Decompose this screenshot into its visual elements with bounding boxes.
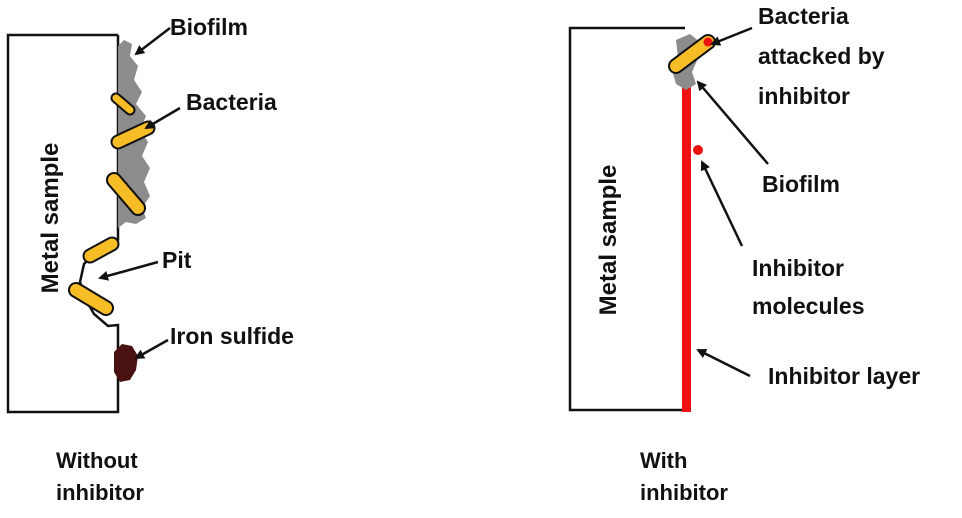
right-inhibitor-molecules-label-2: molecules — [752, 293, 865, 319]
left-iron-sulfide — [114, 344, 138, 382]
right-inhibitor-on-bacterium — [703, 37, 713, 47]
right-bacteria-attacked-label-3: inhibitor — [758, 83, 850, 109]
left-bacterium-1-fill — [112, 94, 134, 114]
right-inhibitor-layer-arrow — [696, 348, 751, 378]
right-inhibitor-molecules-label-1: Inhibitor — [752, 255, 844, 281]
left-biofilm-label: Biofilm — [170, 14, 248, 40]
left-bacterium-pit-2-fill — [70, 284, 112, 314]
left-bacterium-3-fill — [108, 174, 144, 214]
left-bacterium-2-fill — [112, 122, 154, 148]
right-bacteria-arrow — [710, 26, 753, 46]
right-metal-sample-label: Metal sample — [595, 165, 622, 316]
right-biofilm-label: Biofilm — [762, 171, 840, 197]
right-panel: Metal sample Bacteria attacked by inhibi… — [568, 3, 920, 505]
right-bacteria-attacked-label-2: attacked by — [758, 43, 885, 69]
left-biofilm-arrow — [134, 27, 171, 56]
left-pit-label: Pit — [162, 247, 192, 273]
right-inhibitor-layer — [682, 86, 691, 412]
right-inhibitor-molecules-arrow — [700, 160, 744, 247]
right-biofilm-arrow — [696, 80, 769, 165]
left-bacteria-arrow — [144, 106, 181, 130]
right-bacteria-attacked-label-1: Bacteria — [758, 3, 849, 29]
left-pit-arrow — [98, 260, 159, 281]
right-caption-line-1: With — [640, 448, 687, 473]
left-caption-line-1: Without — [56, 448, 138, 473]
right-caption-line-2: inhibitor — [640, 480, 728, 505]
left-iron-sulfide-label: Iron sulfide — [170, 323, 294, 349]
left-iron-sulfide-arrow — [134, 338, 169, 360]
left-caption-line-2: inhibitor — [56, 480, 144, 505]
right-bacterium-fill — [670, 36, 714, 72]
right-inhibitor-layer-label: Inhibitor layer — [768, 363, 920, 389]
left-panel: Metal sample Biofilm Bacteria Pit Iron s… — [6, 14, 294, 505]
left-bacterium-pit-1-fill — [84, 238, 118, 262]
left-metal-sample-label: Metal sample — [37, 143, 64, 294]
left-bacteria-label: Bacteria — [186, 89, 277, 115]
right-inhibitor-molecule — [693, 145, 703, 155]
right-metal-sample — [568, 26, 685, 412]
